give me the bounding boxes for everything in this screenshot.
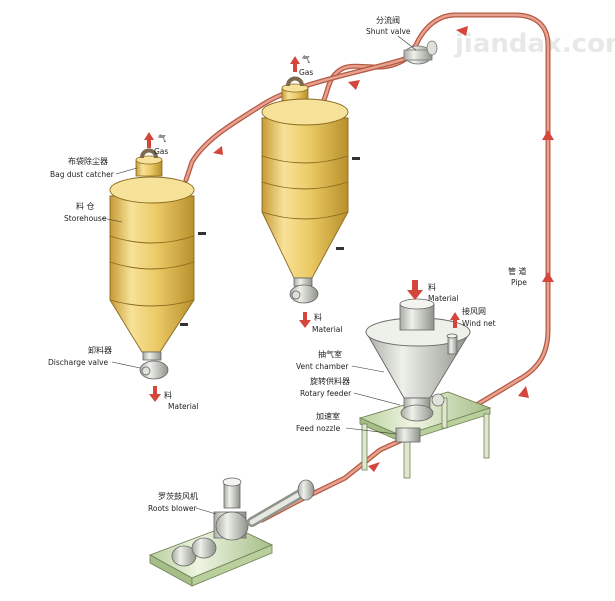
feed-nozzle	[395, 427, 421, 443]
roots-blower-en: Roots blower	[148, 504, 197, 513]
vent-chamber-en: Vent chamber	[296, 362, 349, 371]
roots-blower-cn: 罗茨鼓风机	[158, 491, 198, 501]
pipe-en: Pipe	[511, 278, 527, 287]
arrow-down-icon	[407, 280, 423, 300]
material-top-en: Material	[428, 294, 458, 303]
vent-chamber-cn: 抽气室	[318, 349, 342, 359]
feeder-assembly	[358, 298, 492, 479]
discharge-valve	[139, 351, 169, 380]
gas-right-cn: 气	[302, 54, 310, 64]
shunt-valve-cn: 分流阀	[376, 15, 400, 25]
storehouse-en: Storehouse	[64, 214, 107, 223]
bag-dust-catcher-cn: 布袋除尘器	[68, 156, 108, 166]
discharge-valve-en: Discharge valve	[48, 358, 109, 367]
flow-arrow-icon	[518, 386, 529, 398]
right-discharge-valve	[289, 277, 319, 304]
pipe-cn: 管 道	[508, 266, 527, 276]
storehouse-cn: 料 仓	[76, 201, 95, 211]
wind-net-cn: 接风网	[462, 306, 486, 316]
material-mid-cn: 料	[314, 312, 322, 322]
labels: 分流阀 Shunt valve 气 Gas 气 Gas 布袋除尘器 Bag du…	[48, 15, 527, 515]
flow-arrows	[144, 26, 554, 472]
arrow-down-icon	[299, 312, 311, 328]
material-left-cn: 料	[164, 390, 172, 400]
arrow-up-icon	[144, 132, 154, 148]
gas-left-cn: 气	[158, 133, 166, 143]
rotary-feeder	[400, 393, 445, 422]
bag-dust-catcher-en: Bag dust catcher	[50, 170, 115, 179]
shunt-valve	[403, 40, 438, 65]
roots-blower	[148, 477, 315, 587]
flow-arrow-icon	[542, 130, 554, 140]
arrow-up-icon	[290, 56, 300, 72]
feed-nozzle-cn: 加速室	[316, 411, 340, 421]
shunt-valve-en: Shunt valve	[366, 27, 411, 36]
gas-left-en: Gas	[154, 147, 168, 156]
flow-arrow-icon	[542, 272, 554, 282]
left-silo	[109, 148, 206, 380]
gas-right-en: Gas	[299, 68, 313, 77]
flow-arrow-icon	[368, 462, 380, 472]
material-top-cn: 料	[428, 282, 436, 292]
flow-arrow-icon	[213, 146, 223, 155]
material-left-en: Material	[168, 402, 198, 411]
arrow-down-icon	[149, 386, 161, 402]
wind-net-en: Wind net	[462, 319, 496, 328]
flow-arrow-icon	[348, 80, 360, 90]
discharge-valve-cn: 卸料器	[88, 345, 112, 355]
watermark-text: jiandax.com	[454, 29, 615, 59]
flow-arrow-icon	[456, 26, 468, 36]
feed-nozzle-en: Feed nozzle	[296, 424, 341, 433]
arrow-up-icon	[450, 312, 460, 328]
rotary-feeder-cn: 旋转供料器	[310, 376, 350, 386]
material-mid-en: Material	[312, 325, 342, 334]
right-silo	[261, 76, 360, 304]
rotary-feeder-en: Rotary feeder	[300, 389, 352, 398]
